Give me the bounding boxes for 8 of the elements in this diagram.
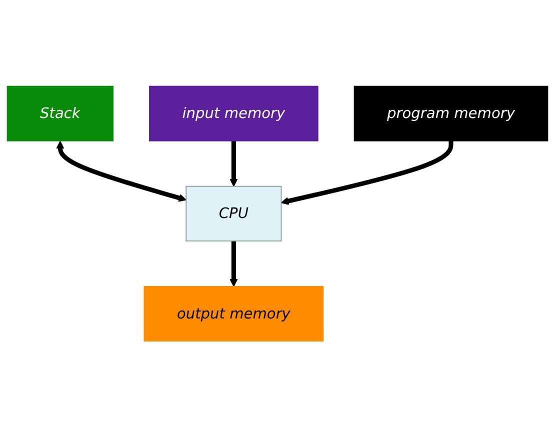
node-box: input memory [149, 86, 318, 142]
arrow [230, 241, 238, 288]
arrow [56, 141, 186, 202]
node-box: output memory [144, 286, 324, 342]
arrow [280, 141, 454, 206]
node-box: CPU [186, 186, 282, 242]
arrow [230, 141, 238, 188]
node-box: program memory [354, 86, 548, 142]
